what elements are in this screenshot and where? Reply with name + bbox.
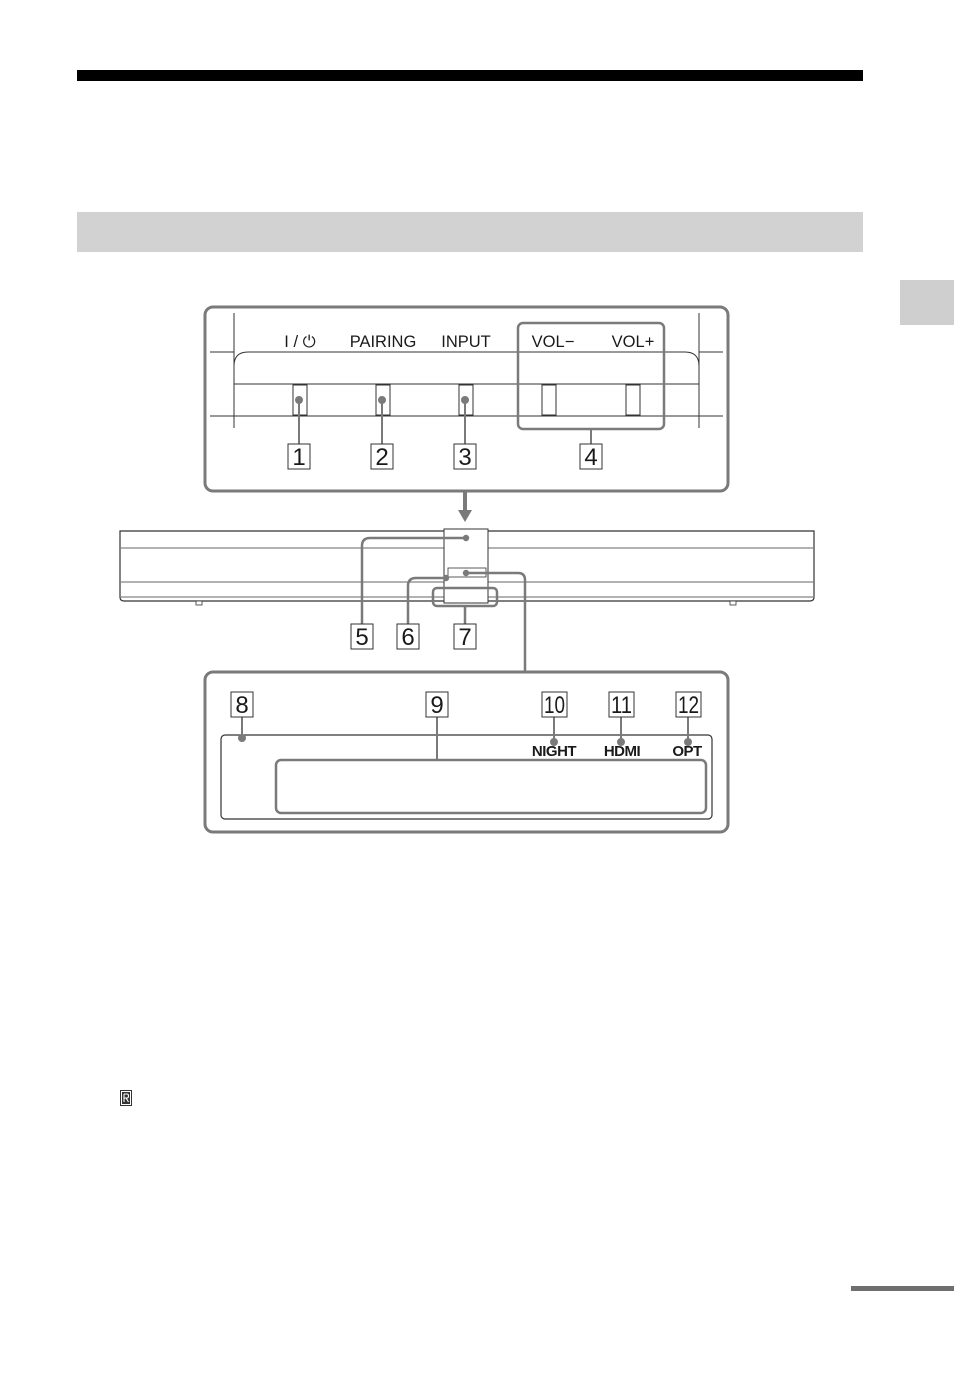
callout-9: 9	[426, 692, 448, 719]
callout-7: 7	[454, 624, 476, 651]
callout-3: 3	[454, 444, 476, 471]
svg-text:5: 5	[355, 624, 368, 651]
hdmi-indicator: HDMI	[604, 743, 641, 760]
top-buttons-panel: I / ⏻ PAIRING INPUT VOL− VOL+ 1 2	[205, 307, 728, 491]
callout-5: 5	[351, 624, 373, 651]
callout-11: 11	[609, 692, 634, 719]
vol-plus-label: VOL+	[612, 333, 655, 351]
callout-8: 8	[231, 692, 253, 719]
input-button-label: INPUT	[441, 333, 491, 351]
display-panel: 8 9 10 11 12 NIGHT HDMI OPT	[205, 672, 728, 832]
svg-text:6: 6	[401, 624, 414, 651]
remote-control-sensor-icon	[120, 1090, 132, 1106]
svg-text:7: 7	[458, 624, 471, 651]
svg-text:3: 3	[458, 444, 471, 471]
svg-text:11: 11	[611, 692, 632, 719]
svg-text:1: 1	[292, 444, 305, 471]
power-button-label: I / ⏻	[284, 333, 316, 351]
svg-text:10: 10	[544, 692, 565, 719]
callout-6: 6	[397, 624, 419, 651]
display-window	[276, 760, 706, 813]
night-indicator: NIGHT	[532, 743, 577, 760]
down-arrow-icon	[458, 492, 472, 522]
callout-10: 10	[542, 692, 567, 719]
callout-2: 2	[371, 444, 393, 471]
vol-minus-button[interactable]	[542, 385, 556, 415]
pairing-button-label: PAIRING	[350, 333, 417, 351]
vol-minus-label: VOL−	[532, 333, 575, 351]
svg-text:8: 8	[235, 692, 248, 719]
opt-indicator: OPT	[672, 743, 702, 760]
svg-text:4: 4	[584, 444, 597, 471]
vol-plus-button[interactable]	[626, 385, 640, 415]
callout-1: 1	[288, 444, 310, 471]
callout-12: 12	[676, 692, 701, 719]
svg-text:12: 12	[678, 692, 699, 719]
svg-text:2: 2	[375, 444, 388, 471]
svg-text:9: 9	[430, 692, 443, 719]
callout-4: 4	[580, 444, 602, 471]
